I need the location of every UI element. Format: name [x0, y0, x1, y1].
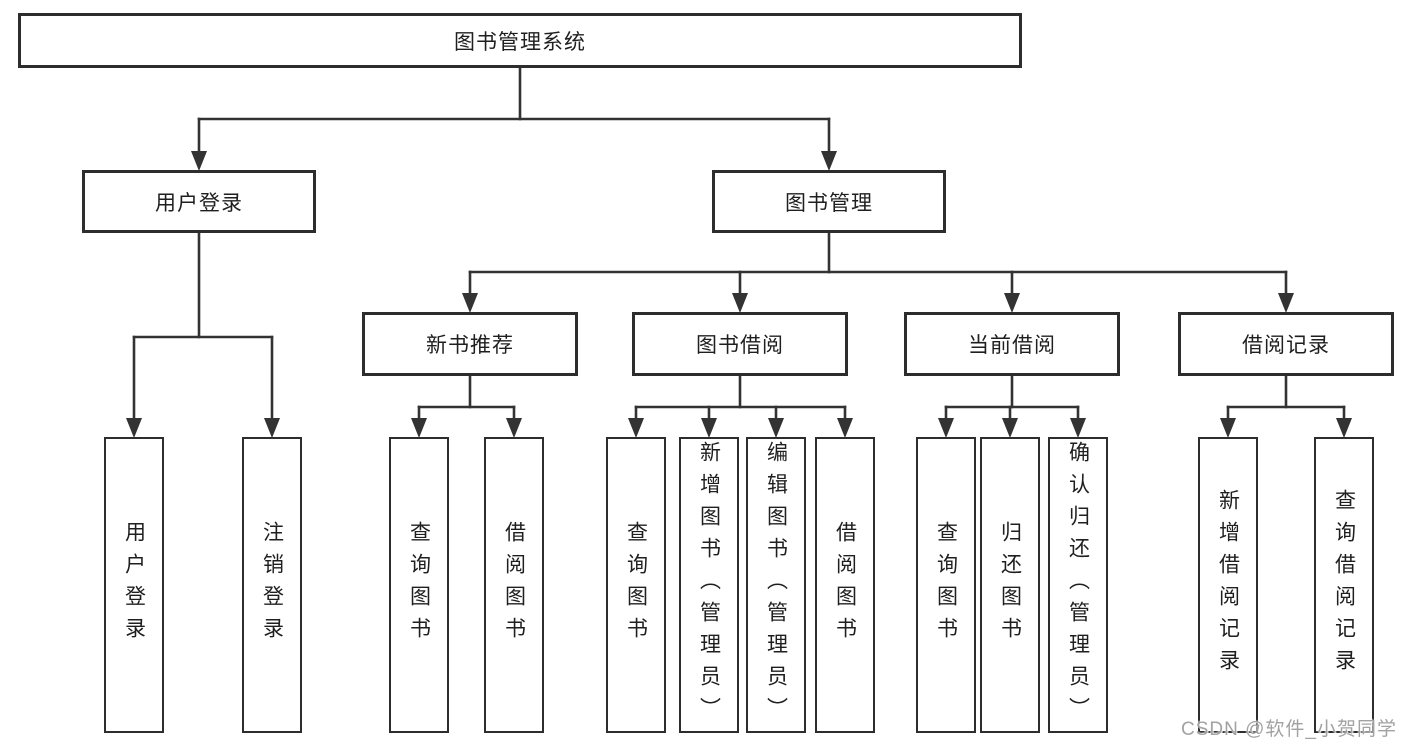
node-book-mgmt: 图书管理 [712, 170, 946, 233]
node-label: 借阅图书 [833, 521, 857, 649]
node-current-borrow: 当前借阅 [904, 312, 1120, 376]
arrowhead-icon [1220, 418, 1236, 438]
arrowhead-icon [628, 418, 644, 438]
arrowhead-icon [938, 418, 954, 438]
arrowhead-icon [732, 293, 748, 313]
node-label: 查询图书 [407, 521, 431, 649]
node-book-borrow: 图书借阅 [632, 312, 848, 376]
node-leaf-rcd-add: 新增借阅记录 [1198, 437, 1258, 733]
node-leaf-login: 用户登录 [104, 437, 164, 733]
arrowhead-icon [264, 418, 280, 438]
node-leaf-cur-query: 查询图书 [916, 437, 976, 733]
node-leaf-bor-query: 查询图书 [606, 437, 666, 733]
node-root: 图书管理系统 [18, 13, 1022, 68]
node-leaf-rec-borrow: 借阅图书 [484, 437, 544, 733]
node-leaf-cur-confirm: 确认归还（管理员） [1048, 437, 1108, 733]
node-label: 编辑图书（管理员） [764, 441, 788, 729]
arrowhead-icon [837, 418, 853, 438]
arrowhead-icon [506, 418, 522, 438]
node-user-login: 用户登录 [82, 170, 316, 233]
arrowhead-icon [1278, 293, 1294, 313]
arrowhead-icon [1070, 418, 1086, 438]
node-label: 用户登录 [155, 191, 243, 215]
node-new-book-rec: 新书推荐 [362, 312, 578, 376]
node-leaf-cur-return: 归还图书 [980, 437, 1040, 733]
arrowhead-icon [462, 293, 478, 313]
node-leaf-bor-borrow: 借阅图书 [815, 437, 875, 733]
node-leaf-bor-edit: 编辑图书（管理员） [746, 437, 806, 733]
arrowhead-icon [1004, 293, 1020, 313]
watermark: CSDN @软件_小贺同学 [1181, 719, 1397, 740]
node-leaf-rec-query: 查询图书 [389, 437, 449, 733]
node-borrow-records: 借阅记录 [1178, 312, 1394, 376]
node-label: 注销登录 [260, 521, 284, 649]
node-label: 图书管理系统 [454, 30, 586, 54]
node-label: 新书推荐 [426, 334, 514, 357]
arrowhead-icon [768, 418, 784, 438]
node-leaf-bor-add: 新增图书（管理员） [679, 437, 739, 733]
node-label: 新增图书（管理员） [697, 441, 721, 729]
node-label: 确认归还（管理员） [1066, 441, 1090, 729]
node-label: 借阅记录 [1242, 334, 1330, 357]
node-label: 查询图书 [934, 521, 958, 649]
node-label: 查询图书 [624, 521, 648, 649]
node-label: 归还图书 [998, 521, 1022, 649]
node-label: 图书管理 [785, 191, 873, 215]
node-leaf-rcd-query: 查询借阅记录 [1314, 437, 1374, 733]
node-label: 新增借阅记录 [1216, 489, 1240, 681]
node-label: 当前借阅 [968, 334, 1056, 357]
node-leaf-logout: 注销登录 [242, 437, 302, 733]
node-label: 查询借阅记录 [1332, 489, 1356, 681]
node-label: 图书借阅 [696, 334, 784, 357]
arrowhead-icon [126, 418, 142, 438]
arrowhead-icon [821, 151, 837, 171]
arrowhead-icon [701, 418, 717, 438]
node-label: 借阅图书 [502, 521, 526, 649]
node-label: 用户登录 [122, 521, 146, 649]
arrowhead-icon [191, 151, 207, 171]
arrowhead-icon [1336, 418, 1352, 438]
arrowhead-icon [411, 418, 427, 438]
arrowhead-icon [1002, 418, 1018, 438]
